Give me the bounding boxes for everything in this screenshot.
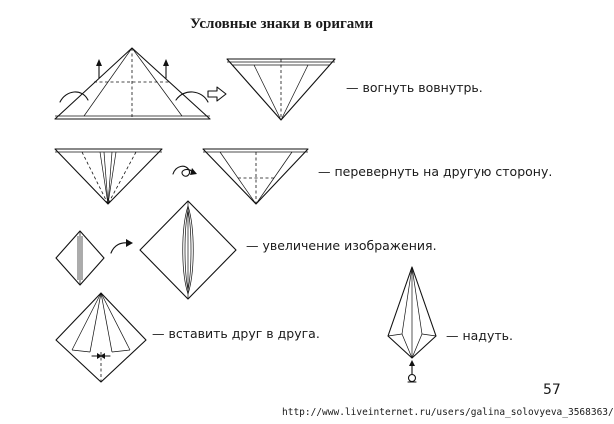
turn-over-arrow-icon bbox=[172, 165, 197, 177]
legend-caption-turn-over: — перевернуть на другую сторону. bbox=[318, 164, 553, 179]
turn-over-before-figure bbox=[54, 148, 163, 205]
inside-fold-after-figure bbox=[226, 58, 336, 121]
legend-caption-enlarge: — увеличение изображения. bbox=[246, 238, 437, 253]
page-title: Условные знаки в оригами bbox=[190, 16, 374, 32]
inside-fold-before-figure bbox=[54, 47, 211, 120]
enlarge-arrow-icon bbox=[110, 239, 133, 254]
footer-url: http://www.liveinternet.ru/users/galina_… bbox=[282, 407, 614, 418]
enlarge-large-figure bbox=[139, 200, 237, 300]
page-number: 57 bbox=[543, 382, 561, 398]
inflate-figure bbox=[387, 266, 437, 383]
hollow-arrow-icon bbox=[207, 86, 227, 102]
turn-over-after-figure bbox=[202, 148, 309, 205]
book-page: Условные знаки в оригами — вогнуть вовну… bbox=[54, 16, 614, 418]
insert-figure bbox=[55, 292, 147, 383]
legend-caption-insert: — вставить друг в друга. bbox=[152, 326, 320, 341]
legend-caption-inside-fold: — вогнуть вовнутрь. bbox=[346, 80, 483, 95]
legend-caption-inflate: — надуть. bbox=[446, 328, 513, 343]
enlarge-small-figure bbox=[55, 230, 105, 286]
